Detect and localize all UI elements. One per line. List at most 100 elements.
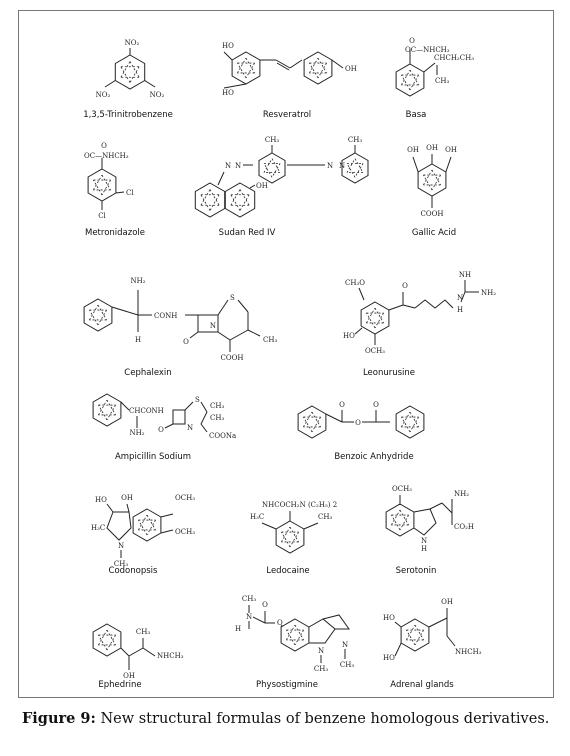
inner-bond bbox=[346, 158, 356, 173]
bond bbox=[126, 503, 130, 513]
bond bbox=[388, 304, 404, 311]
group-label: NH₂ bbox=[481, 289, 496, 297]
group-label: S bbox=[230, 294, 235, 302]
benzene-ring bbox=[395, 405, 425, 439]
compound-label: Metronidazole bbox=[84, 228, 146, 238]
bond bbox=[460, 291, 466, 303]
inner-bond bbox=[399, 509, 409, 526]
group-label: OH bbox=[441, 598, 453, 606]
group-label: CHCH₂CH₃ bbox=[434, 54, 474, 62]
group-label: CH₃ bbox=[435, 77, 449, 85]
pyrrole-ring bbox=[413, 508, 437, 536]
inner-bond bbox=[289, 526, 299, 543]
benzene-ring bbox=[303, 51, 333, 85]
group-label: O bbox=[277, 619, 283, 627]
inner-bond bbox=[281, 526, 291, 543]
inner-bond bbox=[245, 62, 255, 79]
inner-bond bbox=[138, 514, 148, 531]
bond bbox=[275, 59, 291, 69]
inner-bond bbox=[409, 69, 419, 86]
inner-bond bbox=[97, 304, 107, 321]
benzene-ring bbox=[92, 623, 122, 657]
inner-bond bbox=[286, 629, 296, 646]
bond bbox=[252, 616, 266, 624]
bond bbox=[423, 62, 436, 73]
inner-bond bbox=[431, 174, 441, 191]
group-label: COONa bbox=[209, 432, 236, 440]
group-label: O bbox=[402, 282, 408, 290]
inner-bond bbox=[311, 411, 321, 428]
benzene-ring bbox=[275, 520, 305, 554]
bond bbox=[164, 423, 174, 429]
group-label: NHCOCH₂N (C₂H₅) 2 bbox=[262, 501, 337, 509]
inner-bond bbox=[374, 312, 384, 329]
inner-bond bbox=[129, 66, 140, 83]
group-label: N bbox=[225, 162, 231, 170]
group-label: CH₃ bbox=[348, 136, 362, 144]
bond bbox=[217, 331, 231, 341]
inner-bond bbox=[317, 57, 327, 74]
bond bbox=[184, 401, 194, 411]
inner-bond bbox=[200, 189, 211, 206]
inner-bond bbox=[97, 309, 107, 326]
compound-label: Ephedrine bbox=[98, 680, 142, 690]
group-label: CH₃ bbox=[210, 402, 224, 410]
group-label: OCH₃ bbox=[175, 494, 195, 502]
bond bbox=[200, 411, 208, 425]
bond bbox=[144, 80, 156, 88]
group-label: OCH₃ bbox=[175, 528, 195, 536]
inner-bond bbox=[146, 519, 156, 536]
inner-bond bbox=[98, 404, 108, 421]
benzene-ring bbox=[224, 182, 256, 218]
inner-bond bbox=[391, 509, 401, 526]
benzene-ring bbox=[417, 163, 447, 197]
compound-label: Gallic Acid bbox=[411, 228, 457, 238]
compound-label: Cephalexin bbox=[124, 368, 172, 378]
group-label: OH bbox=[407, 146, 419, 154]
benzene-ring bbox=[341, 152, 369, 184]
group-label: NHCH₃ bbox=[157, 652, 184, 660]
inner-bond bbox=[93, 179, 103, 196]
group-label: NO₂ bbox=[150, 91, 165, 99]
bond bbox=[331, 59, 344, 69]
group-label: HO bbox=[343, 332, 355, 340]
bond bbox=[200, 423, 208, 433]
benzene-ring bbox=[385, 503, 415, 537]
bond bbox=[229, 329, 249, 341]
inner-bond bbox=[271, 163, 281, 178]
group-label: COOH bbox=[221, 354, 244, 362]
compound-label: Basa bbox=[405, 110, 427, 120]
inner-bond bbox=[209, 189, 220, 206]
bond bbox=[217, 171, 225, 186]
inner-bond bbox=[309, 57, 319, 74]
pyrrolidine-ring bbox=[308, 618, 336, 644]
compound-label: Resveratrol bbox=[262, 110, 312, 120]
bond bbox=[160, 513, 174, 518]
group-label: CH₃ bbox=[114, 560, 128, 568]
figure-frame bbox=[18, 10, 554, 698]
group-label: CH₃ bbox=[318, 513, 332, 521]
bond bbox=[446, 635, 456, 647]
group-label: H bbox=[457, 306, 463, 314]
inner-bond bbox=[98, 629, 108, 646]
bond bbox=[325, 413, 343, 423]
group-label: CH₃ bbox=[340, 661, 354, 669]
group-label: N bbox=[235, 162, 241, 170]
benzene-ring bbox=[83, 298, 113, 332]
inner-bond bbox=[263, 163, 273, 178]
inner-bond bbox=[146, 514, 156, 531]
group-label: CO₂H bbox=[454, 523, 474, 531]
group-label: CHCONH bbox=[129, 407, 164, 415]
group-label: N bbox=[421, 537, 427, 545]
bond bbox=[200, 401, 208, 413]
benzene-ring bbox=[400, 618, 430, 652]
compound-label: Codonopsis bbox=[108, 566, 158, 576]
benzene-ring bbox=[87, 168, 117, 202]
bond bbox=[428, 617, 448, 628]
